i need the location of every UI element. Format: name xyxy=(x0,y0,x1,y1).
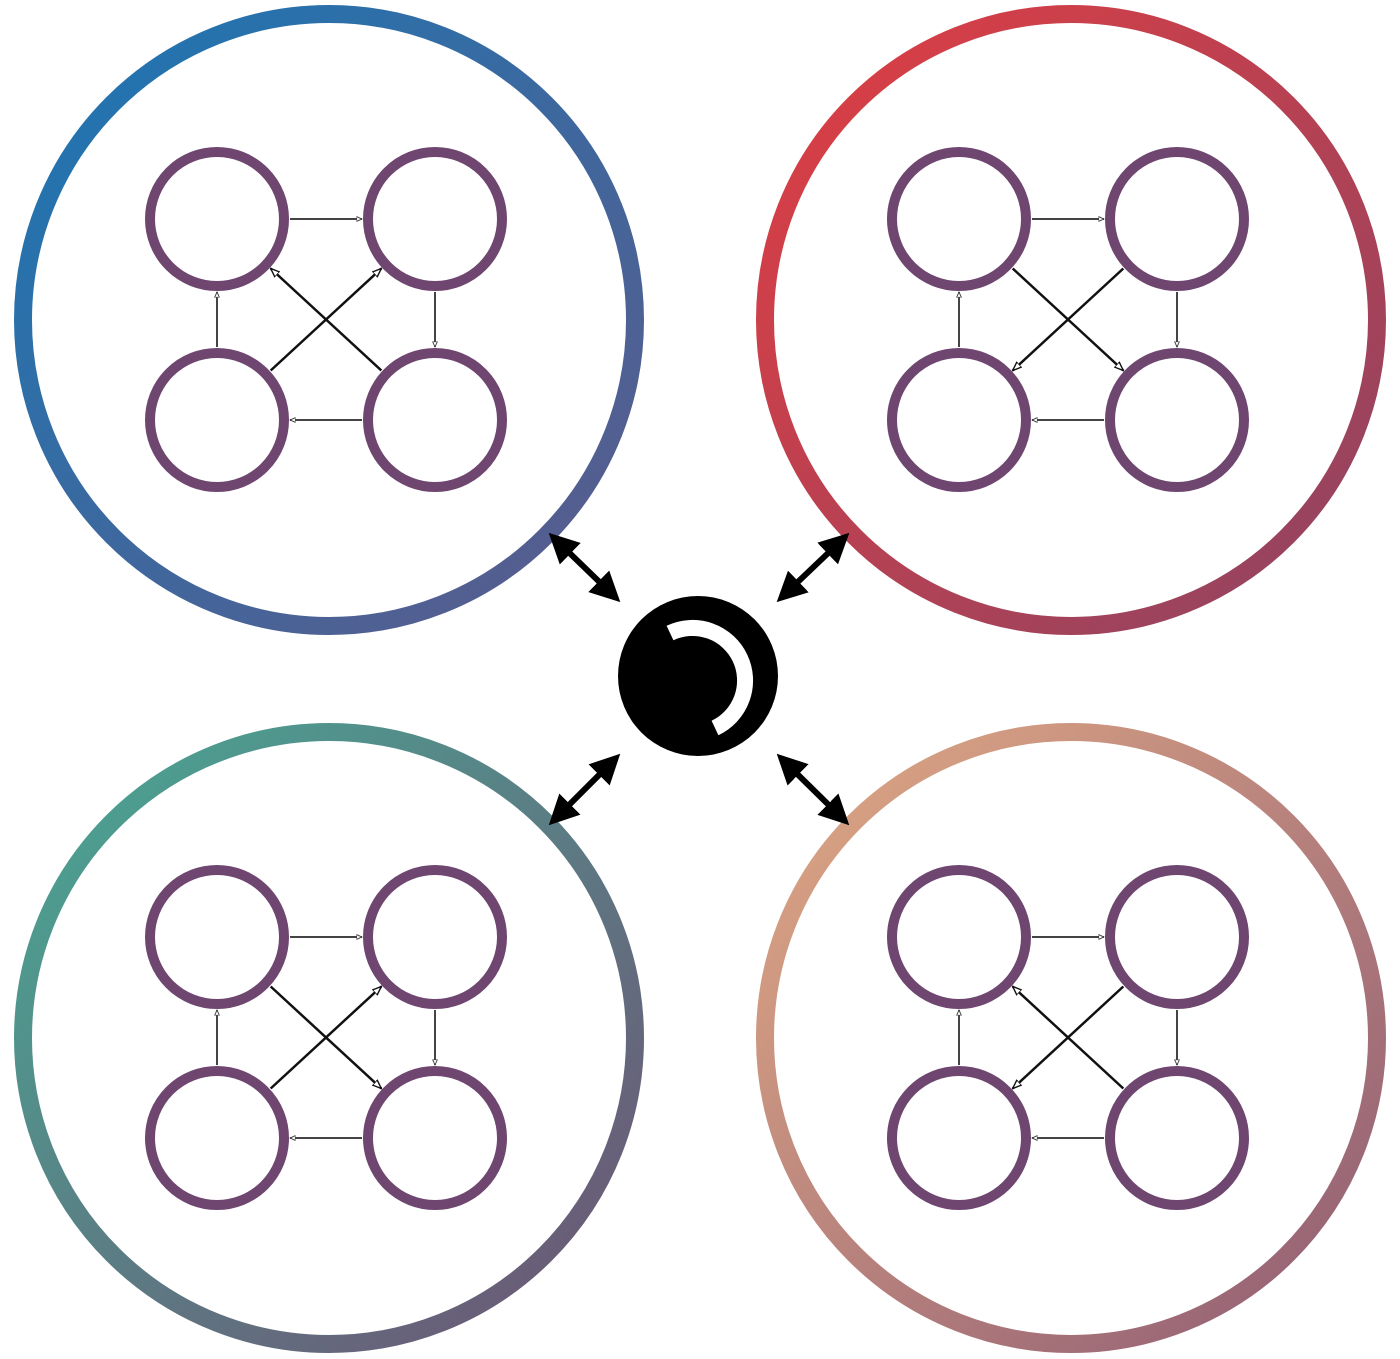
node-bl xyxy=(887,1066,1031,1210)
hub-link-top-right xyxy=(776,532,850,603)
node-tr xyxy=(1105,147,1249,291)
hub-link-top-left xyxy=(548,532,621,603)
cluster-boundary xyxy=(14,723,644,1353)
cluster-bottom-right xyxy=(756,723,1386,1353)
circle-with-arc-icon xyxy=(666,619,754,736)
cross-edge xyxy=(1013,267,1125,370)
node-tr xyxy=(363,865,507,1009)
cross-edge xyxy=(1013,985,1125,1088)
cluster-bottom-left xyxy=(14,723,644,1353)
hub-link-bottom-right xyxy=(776,753,850,826)
cluster-top-left xyxy=(14,5,644,635)
node-bl xyxy=(145,348,289,492)
hub-link-bottom-left xyxy=(548,753,621,826)
cluster-boundary xyxy=(14,5,644,635)
node-br xyxy=(1105,1066,1249,1210)
node-br xyxy=(1105,348,1249,492)
node-tr xyxy=(1105,865,1249,1009)
cluster-top-right xyxy=(756,5,1386,635)
node-tl xyxy=(887,865,1031,1009)
cluster-boundary xyxy=(756,723,1386,1353)
node-bl xyxy=(887,348,1031,492)
node-br xyxy=(363,1066,507,1210)
cross-edge xyxy=(269,986,382,1090)
central-hub xyxy=(618,596,778,756)
node-bl xyxy=(145,1066,289,1210)
cross-edge xyxy=(271,268,383,372)
cluster-boundary xyxy=(756,5,1386,635)
node-tl xyxy=(887,147,1031,291)
node-tl xyxy=(145,865,289,1009)
hub-circle xyxy=(618,596,778,756)
clusters-layer xyxy=(14,5,1386,1353)
hub-links-layer xyxy=(548,532,850,826)
node-tr xyxy=(363,147,507,291)
node-tl xyxy=(145,147,289,291)
node-br xyxy=(363,348,507,492)
